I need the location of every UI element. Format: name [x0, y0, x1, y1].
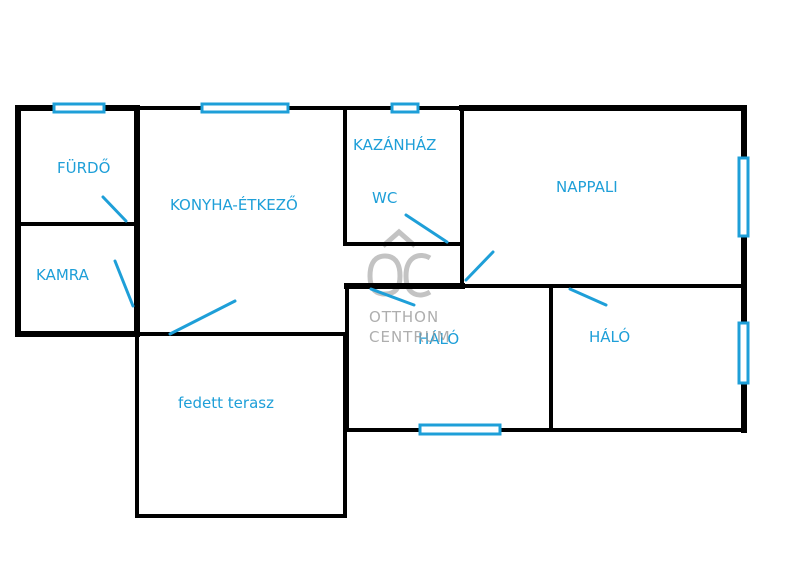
watermark-line-1: OTTHON: [369, 308, 439, 326]
window-halo-right: [737, 321, 750, 385]
label-furdo: FÜRDŐ: [57, 157, 110, 177]
window-konyha: [200, 102, 290, 114]
door-wc: [404, 213, 449, 244]
label-kamra: KAMRA: [36, 266, 90, 284]
room-labels: FÜRDŐ KAMRA KONYHA-ÉTKEZŐ KAZÁNHÁZ WC NA…: [36, 135, 630, 412]
label-kazanhaz: KAZÁNHÁZ: [353, 135, 436, 154]
window-furdo: [52, 102, 106, 114]
label-wc: WC: [372, 189, 397, 207]
watermark-line-2: CENTRUM: [369, 328, 451, 346]
label-fedett-terasz: fedett terasz: [178, 394, 274, 412]
window-kazanhaz: [390, 102, 420, 114]
window-nappali: [737, 156, 750, 238]
watermark-text: OTTHON CENTRUM: [369, 308, 451, 346]
door-halo-1: [369, 287, 416, 307]
wall-left-block: [15, 105, 140, 337]
window-halo-left: [418, 423, 502, 436]
door-furdo: [101, 195, 128, 223]
door-kamra: [113, 259, 135, 308]
door-konyha-terasz: [168, 299, 237, 336]
label-konyha-etkezo: KONYHA-ÉTKEZŐ: [170, 194, 298, 214]
door-halo-2: [568, 287, 608, 307]
doors: [101, 195, 608, 336]
label-halo-2: HÁLÓ: [589, 327, 630, 346]
wall-terasz: [135, 332, 347, 518]
label-nappali: NAPPALI: [556, 178, 618, 196]
door-nappali: [464, 250, 495, 282]
windows: [52, 102, 750, 436]
label-halo-1: HÁLÓ: [418, 329, 459, 348]
